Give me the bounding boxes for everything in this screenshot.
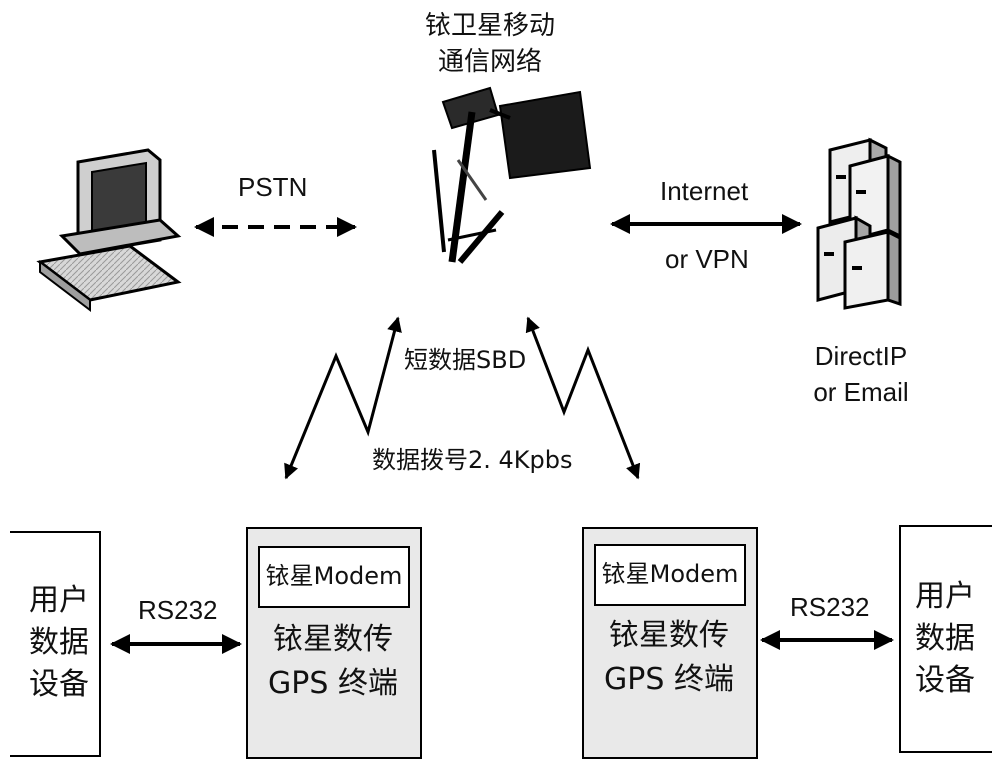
- left-user-device-label: 用户 数据 设备: [29, 583, 89, 702]
- network-title: 铱卫星移动 通信网络: [424, 11, 555, 77]
- right-terminal-label: 铱星数传 GPS 终端: [604, 618, 734, 697]
- left-terminal-label: 铱星数传 GPS 终端: [268, 622, 398, 701]
- left-radio-link-arrow: [284, 316, 402, 480]
- sbd-label: 短数据SBD: [404, 346, 527, 374]
- internet-label: Internet: [660, 176, 749, 206]
- left-modem-box: 铱星Modem: [258, 546, 410, 608]
- server-icon: [816, 137, 902, 310]
- right-radio-link-arrow: [525, 316, 641, 480]
- pstn-label: PSTN: [238, 172, 308, 202]
- left-user-device-box: [10, 531, 101, 757]
- rs232-right-label: RS232: [790, 592, 870, 622]
- vpn-label: or VPN: [665, 244, 749, 274]
- computer-icon: [36, 148, 182, 313]
- right-user-device-box: [899, 525, 992, 753]
- server-label: DirectIP or Email: [813, 341, 909, 407]
- right-modem-box: 铱星Modem: [594, 544, 746, 606]
- satellite-icon: [432, 86, 592, 264]
- right-user-device-label: 用户 数据 设备: [915, 579, 975, 698]
- rs232-left-label: RS232: [138, 595, 218, 625]
- dialup-label: 数据拨号2. 4Kpbs: [372, 446, 573, 474]
